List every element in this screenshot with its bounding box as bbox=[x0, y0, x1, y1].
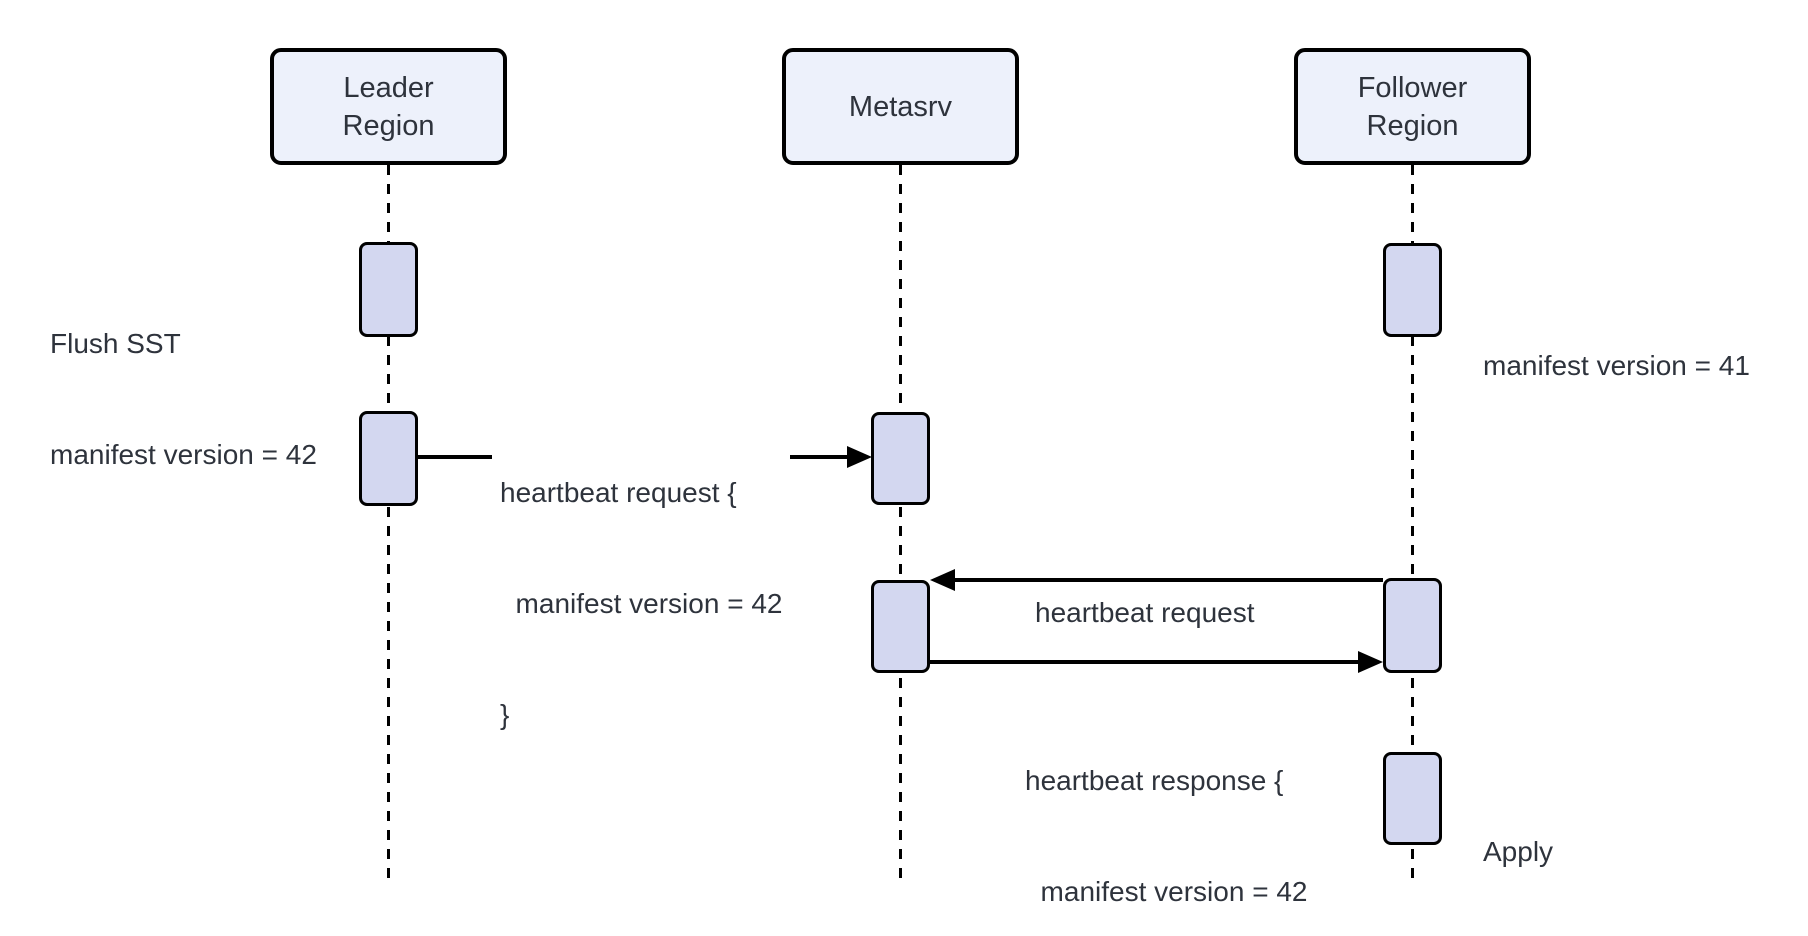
activation-leader-heartbeat bbox=[359, 411, 418, 506]
note-line: Apply bbox=[1483, 836, 1554, 867]
message-label-heartbeat-response-block: heartbeat response { manifest version = … bbox=[1025, 688, 1307, 936]
message-line-metasrv-to-follower bbox=[930, 660, 1361, 664]
note-line: Flush SST bbox=[50, 328, 181, 359]
lifeline-follower-region bbox=[1411, 165, 1414, 878]
message-label-heartbeat-request-block: heartbeat request { manifest version = 4… bbox=[492, 398, 791, 809]
message-label-line: heartbeat response { bbox=[1025, 765, 1284, 796]
participant-label-line: Region bbox=[342, 109, 435, 142]
arrowhead-left-icon bbox=[930, 569, 955, 591]
lifeline-metasrv bbox=[899, 165, 902, 878]
note-line: manifest version = 42 bbox=[50, 439, 317, 470]
participant-label-line: Leader bbox=[343, 71, 434, 104]
message-label-line: heartbeat request bbox=[1035, 597, 1255, 628]
activation-metasrv-respond bbox=[871, 580, 930, 673]
activation-metasrv-receive bbox=[871, 412, 930, 505]
participant-label-line: Follower bbox=[1357, 71, 1468, 104]
activation-leader-flush bbox=[359, 242, 418, 337]
note-flush-sst: Flush SST manifest version = 42 bbox=[50, 251, 317, 547]
note-apply-manifest-42: Apply manifest version = 42 bbox=[1483, 759, 1750, 936]
note-manifest-41: manifest version = 41 bbox=[1483, 273, 1750, 458]
arrowhead-right-icon bbox=[847, 446, 872, 468]
message-label-line: manifest version = 42 bbox=[1025, 876, 1308, 907]
activation-follower-manifest41 bbox=[1383, 243, 1442, 337]
note-line: manifest version = 41 bbox=[1483, 350, 1750, 381]
participant-box-follower-region: Follower Region bbox=[1294, 48, 1531, 165]
message-label-heartbeat-request: heartbeat request bbox=[1035, 520, 1255, 705]
activation-follower-apply bbox=[1383, 752, 1442, 845]
activation-follower-heartbeat bbox=[1383, 578, 1442, 673]
participant-box-leader-region: Leader Region bbox=[270, 48, 507, 165]
lifeline-leader-region bbox=[387, 165, 390, 878]
message-label-line: } bbox=[500, 699, 510, 730]
message-label-line: manifest version = 42 bbox=[500, 588, 783, 619]
participant-box-metasrv: Metasrv bbox=[782, 48, 1019, 165]
arrowhead-right-icon bbox=[1358, 651, 1383, 673]
message-line-follower-to-metasrv bbox=[955, 578, 1383, 582]
participant-label-line: Region bbox=[1366, 109, 1459, 142]
message-label-line: heartbeat request { bbox=[500, 477, 737, 508]
participant-label-line: Metasrv bbox=[848, 90, 953, 123]
